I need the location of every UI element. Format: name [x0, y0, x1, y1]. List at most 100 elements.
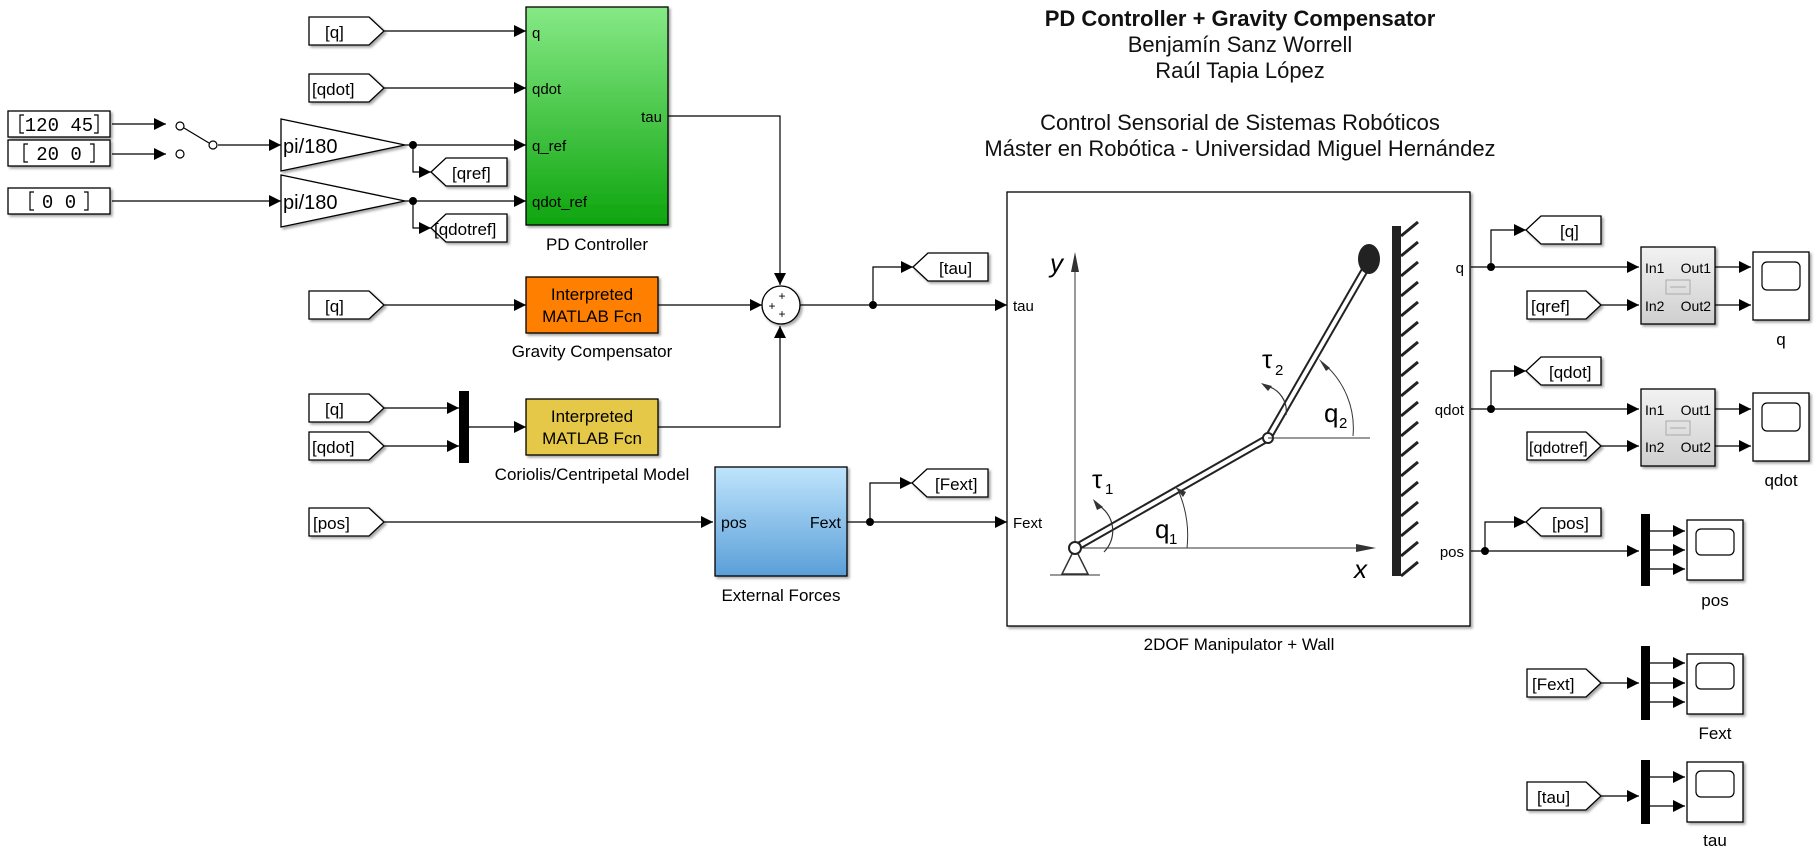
svg-text:τ: τ — [1262, 344, 1273, 374]
from-tag-pos[interactable]: [pos] — [308, 507, 385, 537]
program-name: Máster en Robótica - Universidad Miguel … — [984, 136, 1496, 161]
svg-text:[tau]: [tau] — [1537, 788, 1570, 807]
svg-text:2: 2 — [1339, 415, 1347, 432]
pd-port-qdotref: qdot_ref — [532, 194, 588, 211]
author-2: Raúl Tapia López — [1155, 58, 1325, 83]
subsystem-block-q[interactable]: In1 Out1 In2 Out2 — [1640, 246, 1716, 325]
scope-pos[interactable] — [1686, 519, 1744, 581]
svg-text:[Fext]: [Fext] — [1532, 675, 1575, 694]
svg-text:[q]: [q] — [325, 400, 344, 419]
svg-text:[qdot]: [qdot] — [312, 438, 355, 457]
svg-text:[Fext]: [Fext] — [935, 475, 978, 494]
external-port-fext: Fext — [810, 515, 842, 532]
manipulator-port-qdot: qdot — [1435, 402, 1465, 419]
svg-text:τ: τ — [1092, 464, 1103, 494]
gain-value-1: pi/180 — [283, 136, 338, 158]
goto-tag-fext[interactable]: [Fext] — [911, 468, 989, 498]
svg-text:+: + — [778, 307, 785, 321]
mux-fext[interactable] — [1641, 646, 1650, 720]
subsystem-block-qdot[interactable]: In1 Out1 In2 Out2 — [1640, 388, 1716, 467]
manipulator-label: 2DOF Manipulator + Wall — [1144, 635, 1335, 654]
pd-port-tau: tau — [641, 109, 662, 126]
from-tag-qref[interactable]: [qref] — [1526, 290, 1602, 320]
manual-switch[interactable] — [175, 121, 218, 159]
branch-points — [409, 141, 1495, 555]
goto-tag-q[interactable]: [q] — [1525, 215, 1602, 245]
constant-value-3: 0 0 — [42, 192, 76, 214]
pd-port-q: q — [532, 25, 540, 42]
svg-text:[qdot]: [qdot] — [1549, 363, 1592, 382]
constant-value-2: 20 0 — [36, 144, 82, 166]
svg-text:x: x — [1352, 554, 1368, 584]
pd-controller-block[interactable]: q qdot q_ref qdot_ref tau — [525, 6, 669, 226]
scope-qdot[interactable] — [1752, 392, 1810, 462]
goto-tag-tau[interactable]: [tau] — [912, 252, 989, 282]
svg-text:In2: In2 — [1645, 298, 1665, 314]
svg-text:[tau]: [tau] — [939, 259, 972, 278]
pd-port-qref: q_ref — [532, 138, 567, 155]
from-tag-qdot-2[interactable]: [qdot] — [308, 431, 385, 461]
svg-text:Interpreted: Interpreted — [551, 407, 633, 426]
svg-text:[qdotref]: [qdotref] — [434, 220, 496, 239]
manipulator-port-fext: Fext — [1013, 515, 1043, 532]
scope-qdot-label: qdot — [1764, 471, 1797, 490]
gravity-compensator-label: Gravity Compensator — [512, 342, 673, 361]
gain-value-2: pi/180 — [283, 192, 338, 214]
manipulator-illustration: y x — [1048, 220, 1419, 584]
gain-block-1[interactable]: pi/180 — [280, 118, 406, 172]
constant-block-1[interactable]: 120 45 — [7, 110, 111, 138]
manipulator-port-q: q — [1456, 260, 1464, 277]
pd-port-qdot: qdot — [532, 81, 562, 98]
from-tag-q-3[interactable]: [q] — [308, 393, 385, 423]
svg-text:1: 1 — [1105, 481, 1113, 498]
coriolis-mux[interactable] — [459, 391, 469, 463]
from-tag-qdot-1[interactable]: [qdot] — [308, 73, 385, 103]
svg-text:1: 1 — [1169, 531, 1177, 548]
goto-tag-qref[interactable]: [qref] — [430, 157, 508, 187]
coriolis-model-block[interactable]: Interpreted MATLAB Fcn — [525, 398, 659, 456]
scope-fext-label: Fext — [1698, 724, 1731, 743]
scope-q[interactable] — [1752, 251, 1810, 321]
scope-fext[interactable] — [1686, 653, 1744, 715]
scope-pos-label: pos — [1701, 591, 1728, 610]
scope-tau[interactable] — [1686, 761, 1744, 823]
svg-text:In2: In2 — [1645, 439, 1665, 455]
svg-text:MATLAB Fcn: MATLAB Fcn — [542, 307, 642, 326]
mux-pos[interactable] — [1641, 514, 1650, 586]
constant-block-2[interactable]: 20 0 — [7, 139, 111, 167]
manipulator-port-tau: tau — [1013, 298, 1034, 315]
svg-text:[qdotref]: [qdotref] — [1529, 440, 1588, 457]
svg-text:[qref]: [qref] — [1531, 297, 1570, 316]
sum-block[interactable]: + + + — [761, 285, 801, 325]
goto-tag-qdotref[interactable]: [qdotref] — [430, 213, 508, 243]
diagram-title: PD Controller + Gravity Compensator — [1044, 6, 1436, 31]
constant-block-3[interactable]: 0 0 — [7, 187, 111, 215]
gain-block-2[interactable]: pi/180 — [280, 174, 406, 228]
svg-text:[qref]: [qref] — [452, 164, 491, 183]
svg-text:+: + — [768, 299, 775, 313]
gravity-compensator-block[interactable]: Interpreted MATLAB Fcn — [525, 276, 659, 334]
svg-text:[q]: [q] — [325, 297, 344, 316]
svg-text:2: 2 — [1275, 362, 1283, 379]
constant-value-1: 120 45 — [25, 115, 93, 137]
from-tag-fext[interactable]: [Fext] — [1526, 668, 1602, 698]
scope-tau-label: tau — [1703, 831, 1727, 849]
from-tag-q-1[interactable]: [q] — [308, 16, 385, 46]
svg-text:Out1: Out1 — [1681, 402, 1712, 418]
mux-tau[interactable] — [1641, 760, 1650, 824]
goto-tag-pos[interactable]: [pos] — [1525, 507, 1602, 537]
coriolis-model-label: Coriolis/Centripetal Model — [495, 465, 690, 484]
scope-q-label: q — [1776, 330, 1785, 349]
from-tag-qdotref[interactable]: [qdotref] — [1526, 431, 1602, 461]
svg-text:In1: In1 — [1645, 260, 1665, 276]
external-forces-block[interactable]: pos Fext — [714, 466, 848, 577]
from-tag-tau[interactable]: [tau] — [1526, 781, 1602, 811]
svg-text:Interpreted: Interpreted — [551, 285, 633, 304]
goto-tag-qdot[interactable]: [qdot] — [1525, 356, 1602, 386]
svg-text:q: q — [1324, 398, 1338, 428]
external-port-pos: pos — [721, 515, 747, 532]
manipulator-block[interactable]: tau Fext q qdot pos y x — [1006, 191, 1471, 627]
from-tag-q-2[interactable]: [q] — [308, 290, 385, 320]
svg-text:[q]: [q] — [325, 23, 344, 42]
